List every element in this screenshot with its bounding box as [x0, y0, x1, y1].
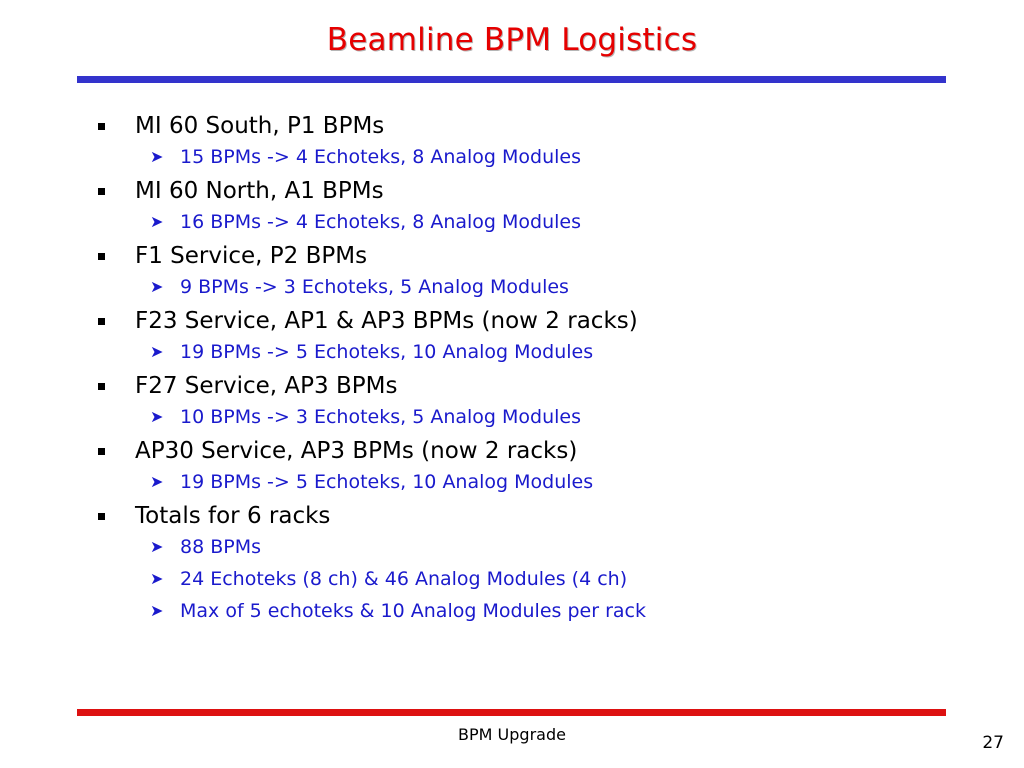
bottom-divider — [77, 709, 946, 716]
arrowhead-bullet-icon: ➤ — [150, 212, 164, 231]
list-item-text: MI 60 North, A1 BPMs — [135, 178, 384, 204]
sub-list-item-text: 10 BPMs -> 3 Echoteks, 5 Analog Modules — [180, 406, 582, 428]
list-item: AP30 Service, AP3 BPMs (now 2 racks) — [0, 435, 1024, 468]
list-item: MI 60 North, A1 BPMs — [0, 175, 1024, 208]
arrowhead-bullet-icon: ➤ — [150, 147, 164, 166]
list-item-text: F1 Service, P2 BPMs — [135, 243, 368, 269]
square-bullet-icon — [98, 448, 105, 455]
list-item-text: F23 Service, AP1 & AP3 BPMs (now 2 racks… — [135, 308, 638, 334]
sub-list-item-text: 88 BPMs — [180, 536, 262, 558]
arrowhead-bullet-icon: ➤ — [150, 407, 164, 426]
sub-list-item-text: 19 BPMs -> 5 Echoteks, 10 Analog Modules — [180, 341, 594, 363]
top-divider — [77, 76, 946, 83]
sub-list-item: ➤ Max of 5 echoteks & 10 Analog Modules … — [0, 597, 1024, 629]
list-item-text: MI 60 South, P1 BPMs — [135, 113, 385, 139]
sub-list-item: ➤ 19 BPMs -> 5 Echoteks, 10 Analog Modul… — [0, 468, 1024, 500]
list-item: F1 Service, P2 BPMs — [0, 240, 1024, 273]
sub-list-item: ➤ 19 BPMs -> 5 Echoteks, 10 Analog Modul… — [0, 338, 1024, 370]
sub-list-item: ➤ 16 BPMs -> 4 Echoteks, 8 Analog Module… — [0, 208, 1024, 240]
list-item-text: AP30 Service, AP3 BPMs (now 2 racks) — [135, 438, 578, 464]
list-item: F27 Service, AP3 BPMs — [0, 370, 1024, 403]
sub-list-item: ➤ 9 BPMs -> 3 Echoteks, 5 Analog Modules — [0, 273, 1024, 305]
sub-list-item-text: 19 BPMs -> 5 Echoteks, 10 Analog Modules — [180, 471, 594, 493]
arrowhead-bullet-icon: ➤ — [150, 537, 164, 556]
arrowhead-bullet-icon: ➤ — [150, 277, 164, 296]
square-bullet-icon — [98, 513, 105, 520]
list-item: Totals for 6 racks — [0, 500, 1024, 533]
sub-list-item-text: Max of 5 echoteks & 10 Analog Modules pe… — [180, 600, 646, 622]
footer-text: BPM Upgrade — [458, 725, 566, 744]
sub-list-item-text: 24 Echoteks (8 ch) & 46 Analog Modules (… — [180, 568, 628, 590]
list-item: F23 Service, AP1 & AP3 BPMs (now 2 racks… — [0, 305, 1024, 338]
arrowhead-bullet-icon: ➤ — [150, 342, 164, 361]
square-bullet-icon — [98, 123, 105, 130]
arrowhead-bullet-icon: ➤ — [150, 569, 164, 588]
list-item-text: F27 Service, AP3 BPMs — [135, 373, 398, 399]
bullet-list: MI 60 South, P1 BPMs ➤ 15 BPMs -> 4 Echo… — [0, 110, 1024, 629]
square-bullet-icon — [98, 318, 105, 325]
sub-list-item: ➤ 10 BPMs -> 3 Echoteks, 5 Analog Module… — [0, 403, 1024, 435]
sub-list-item-text: 16 BPMs -> 4 Echoteks, 8 Analog Modules — [180, 211, 582, 233]
sub-list-item: ➤ 88 BPMs — [0, 533, 1024, 565]
page-number: 27 — [982, 733, 1004, 753]
square-bullet-icon — [98, 253, 105, 260]
sub-list-item: ➤ 24 Echoteks (8 ch) & 46 Analog Modules… — [0, 565, 1024, 597]
sub-list-item-text: 9 BPMs -> 3 Echoteks, 5 Analog Modules — [180, 276, 569, 298]
square-bullet-icon — [98, 383, 105, 390]
square-bullet-icon — [98, 188, 105, 195]
slide-title: Beamline BPM Logistics — [326, 22, 698, 58]
list-item: MI 60 South, P1 BPMs — [0, 110, 1024, 143]
sub-list-item-text: 15 BPMs -> 4 Echoteks, 8 Analog Modules — [180, 146, 582, 168]
list-item-text: Totals for 6 racks — [135, 503, 331, 529]
arrowhead-bullet-icon: ➤ — [150, 601, 164, 620]
sub-list-item: ➤ 15 BPMs -> 4 Echoteks, 8 Analog Module… — [0, 143, 1024, 175]
arrowhead-bullet-icon: ➤ — [150, 472, 164, 491]
